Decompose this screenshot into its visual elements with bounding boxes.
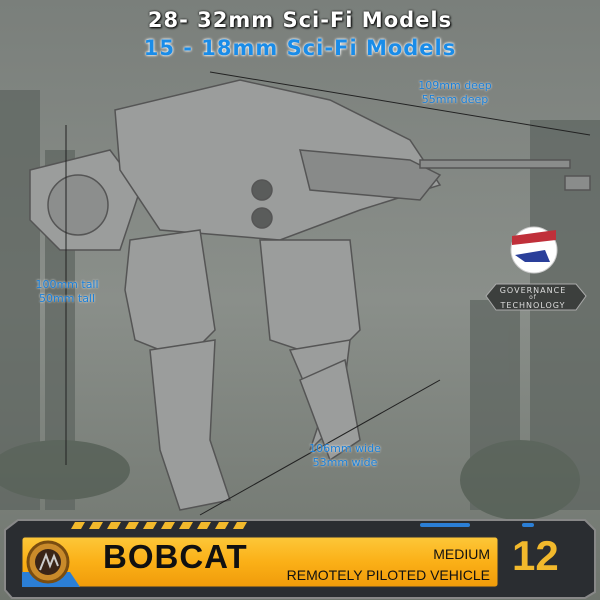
gov-tech-logo-text: GOVERNANCE of TECHNOLOGY (480, 286, 586, 310)
title-15-18mm: 15 - 18mm Sci-Fi Models (143, 36, 457, 60)
width-label: 106mm wide 53mm wide (290, 442, 400, 470)
unit-name: BOBCAT (103, 538, 248, 575)
title-28-32mm: 28- 32mm Sci-Fi Models (147, 8, 453, 32)
depth-28mm: 109mm deep (418, 79, 492, 92)
banner-frame (4, 519, 596, 599)
weight-class: MEDIUM (433, 546, 490, 562)
height-28mm: 100mm tall (35, 278, 99, 291)
width-15mm: 53mm wide (312, 456, 378, 469)
depth-label: 109mm deep 55mm deep (400, 79, 510, 107)
depth-15mm: 55mm deep (421, 93, 489, 106)
unit-type: REMOTELY PILOTED VEHICLE (286, 567, 490, 583)
height-label: 100mm tall 50mm tall (22, 278, 112, 306)
brand-line2: of (529, 294, 537, 301)
brand-line1: GOVERNANCE (499, 286, 567, 295)
height-15mm: 50mm tall (38, 292, 96, 305)
brand-line3: TECHNOLOGY (500, 301, 566, 310)
gov-tech-seal (485, 226, 587, 311)
dimension-arrows (65, 71, 591, 516)
width-28mm: 106mm wide (309, 442, 381, 455)
unit-number: 12 (512, 532, 559, 579)
mech-model (29, 79, 591, 511)
